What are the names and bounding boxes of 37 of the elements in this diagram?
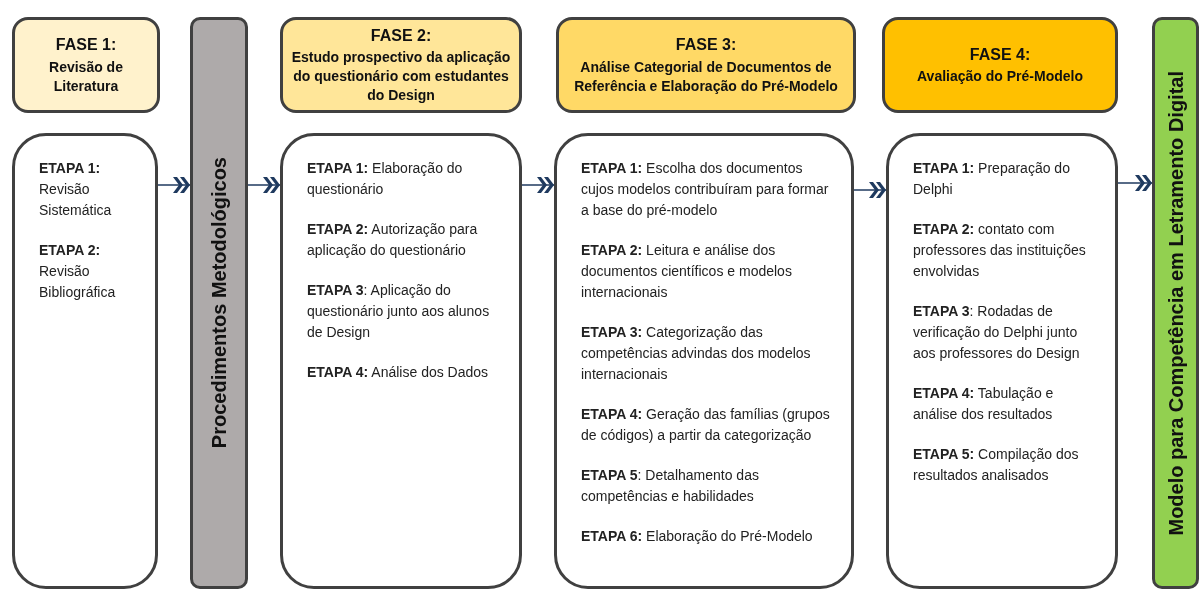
step-text: ETAPA 2: Leitura e análise dos documentos científicos e modelos internacionais bbox=[581, 241, 793, 302]
phase-title: Análise Categorial de Documentos de Referência e Elaboração do Pré-Modelo bbox=[573, 57, 839, 96]
steps-panel bbox=[280, 133, 522, 589]
phase-label: FASE 2: bbox=[370, 25, 432, 46]
step-text: ETAPA 1: Revisão Sistemática bbox=[39, 159, 113, 220]
step-text: ETAPA 1: Escolha dos documentos cujos modelos contribuíram para formar a base do pré-modelo bbox=[581, 159, 830, 220]
banner-title: Procedimentos Metodológicos bbox=[208, 157, 230, 449]
banner-title: Modelo para Competência em Letramento Digital bbox=[1164, 70, 1187, 536]
step-text: ETAPA 3: Categorização das competências advindas dos modelos internacionais bbox=[581, 323, 812, 384]
phase-title: Estudo prospectivo da aplicação do questionário com estudantes do Design bbox=[291, 48, 511, 106]
steps-panel bbox=[12, 133, 158, 589]
phase-label: FASE 1: bbox=[55, 35, 117, 56]
phase-label: FASE 3: bbox=[675, 35, 737, 56]
step-text: ETAPA 1: Preparação do Delphi bbox=[913, 159, 1071, 199]
step-text: ETAPA 4: Tabulação e análise dos resultados bbox=[913, 384, 1055, 424]
steps-panel bbox=[554, 133, 854, 589]
phase-header-box bbox=[556, 17, 856, 113]
phase-header-box bbox=[882, 17, 1118, 113]
step-text: ETAPA 2: Revisão Bibliográfica bbox=[39, 241, 117, 302]
step-text: ETAPA 4: Geração das famílias (grupos de códigos) a partir da categorização bbox=[581, 405, 831, 445]
phase-header-box bbox=[12, 17, 160, 113]
step-text: ETAPA 2: Autorização para aplicação do questionário bbox=[307, 220, 479, 260]
steps-panel bbox=[886, 133, 1118, 589]
step-text: ETAPA 5: Compilação dos resultados analisados bbox=[913, 445, 1080, 485]
phase-title: Revisão de Literatura bbox=[48, 57, 124, 96]
step-text: ETAPA 6: Elaboração do Pré-Modelo bbox=[581, 527, 814, 546]
step-text: ETAPA 2: contato com professores das instituições envolvidas bbox=[913, 220, 1087, 281]
phase-header-box bbox=[280, 17, 522, 113]
step-text: ETAPA 3: Aplicação do questionário junto aos alunos de Design bbox=[307, 281, 491, 342]
phase-title: Avaliação do Pré-Modelo bbox=[917, 67, 1083, 87]
step-text: ETAPA 5: Detalhamento das competências e habilidades bbox=[581, 466, 760, 506]
phase-label: FASE 4: bbox=[969, 44, 1031, 65]
step-text: ETAPA 4: Análise dos Dados bbox=[307, 363, 490, 382]
vertical-banner bbox=[190, 17, 248, 589]
vertical-banner bbox=[1152, 17, 1199, 589]
step-text: ETAPA 3: Rodadas de verificação do Delphi junto aos professores do Design bbox=[913, 302, 1081, 363]
step-text: ETAPA 1: Elaboração do questionário bbox=[307, 159, 464, 199]
